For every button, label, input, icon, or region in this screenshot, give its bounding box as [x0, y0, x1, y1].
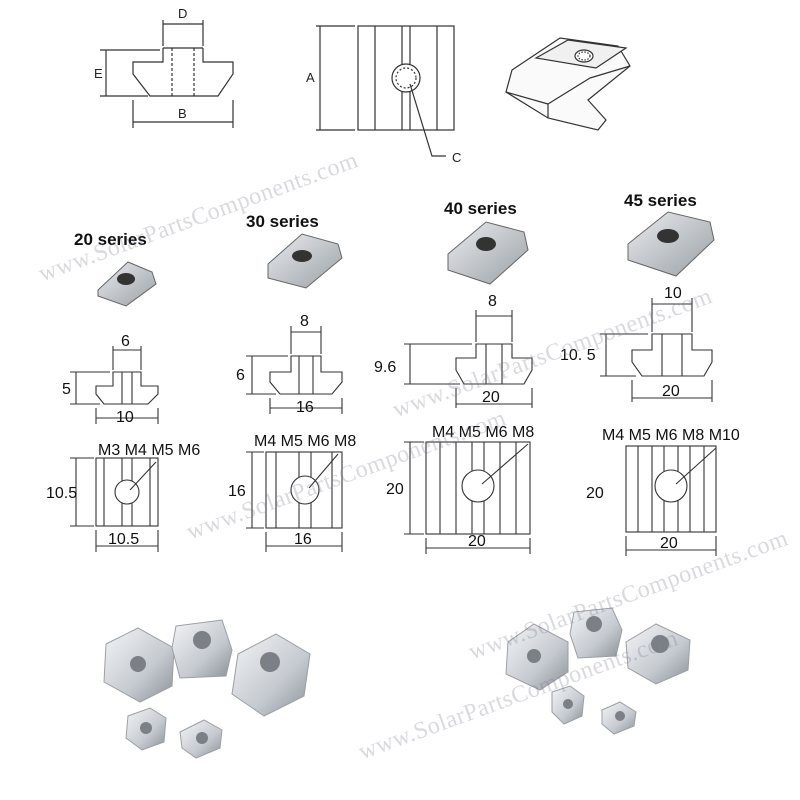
overview-drawings: D E B A C: [94, 6, 631, 165]
bottom-width-45: 20: [662, 383, 680, 400]
height-20: 5: [62, 381, 71, 398]
plate-height-40: 20: [386, 481, 404, 498]
product-nut: [569, 607, 623, 659]
dim-label-b: B: [178, 106, 187, 121]
product-nut: [601, 701, 637, 735]
bottom-width-20: 10: [116, 409, 134, 426]
product-photos: [103, 607, 691, 759]
top-width-20: 6: [121, 333, 130, 350]
series-photos: [97, 211, 715, 307]
height-45: 10. 5: [560, 347, 596, 364]
plate-drawing: [316, 25, 455, 157]
height-40: 9.6: [374, 359, 396, 376]
top-width-30: 8: [300, 313, 309, 330]
threads-40: M4 M5 M6 M8: [432, 424, 534, 441]
threads-45: M4 M5 M6 M8 M10: [602, 427, 740, 444]
profile-30: [246, 326, 343, 414]
profile-20: [70, 346, 159, 424]
plate-40: [404, 441, 531, 554]
profile-40: [404, 310, 533, 408]
product-nut: [179, 719, 223, 759]
product-nut: [103, 627, 175, 703]
threads-30: M4 M5 M6 M8: [254, 433, 356, 450]
plate-45: [625, 445, 717, 556]
top-width-45: 10: [664, 285, 682, 302]
height-30: 6: [236, 367, 245, 384]
photo-group-left: [103, 619, 311, 759]
plate-width-45: 20: [660, 535, 678, 552]
bottom-width-30: 16: [296, 399, 314, 416]
plate-height-45: 20: [586, 485, 604, 502]
nut-photo-30: [267, 233, 343, 289]
plate-width-30: 16: [294, 531, 312, 548]
profile-drawing: [100, 20, 234, 128]
iso-nut-drawing: [505, 37, 631, 131]
dim-label-a: A: [306, 70, 315, 85]
plate-30: [246, 451, 343, 552]
product-nut: [625, 623, 691, 685]
threads-20: M3 M4 M5 M6: [98, 442, 200, 459]
series-title-40: 40 series: [444, 199, 517, 218]
dim-label-c: C: [452, 150, 461, 165]
nut-photo-45: [627, 211, 715, 277]
nut-photo-40: [447, 221, 529, 285]
dim-label-e: E: [94, 66, 103, 81]
series-title-45: 45 series: [624, 191, 697, 210]
top-width-40: 8: [488, 293, 497, 310]
plate-20: [70, 457, 159, 552]
plate-height-30: 16: [228, 483, 246, 500]
product-nut: [505, 623, 569, 691]
series-title-30: 30 series: [246, 212, 319, 231]
product-nut: [125, 707, 167, 751]
product-nut: [231, 633, 311, 717]
plate-height-20: 10.5: [46, 485, 77, 502]
profile-45: [600, 298, 713, 402]
product-nut: [551, 685, 585, 725]
nut-photo-20: [97, 261, 157, 307]
plate-width-40: 20: [468, 533, 486, 550]
product-nut: [171, 619, 233, 679]
plate-width-20: 10.5: [108, 531, 139, 548]
bottom-width-40: 20: [482, 389, 500, 406]
photo-group-right: [505, 607, 691, 735]
dim-label-d: D: [178, 6, 187, 21]
series-title-20: 20 series: [74, 230, 147, 249]
